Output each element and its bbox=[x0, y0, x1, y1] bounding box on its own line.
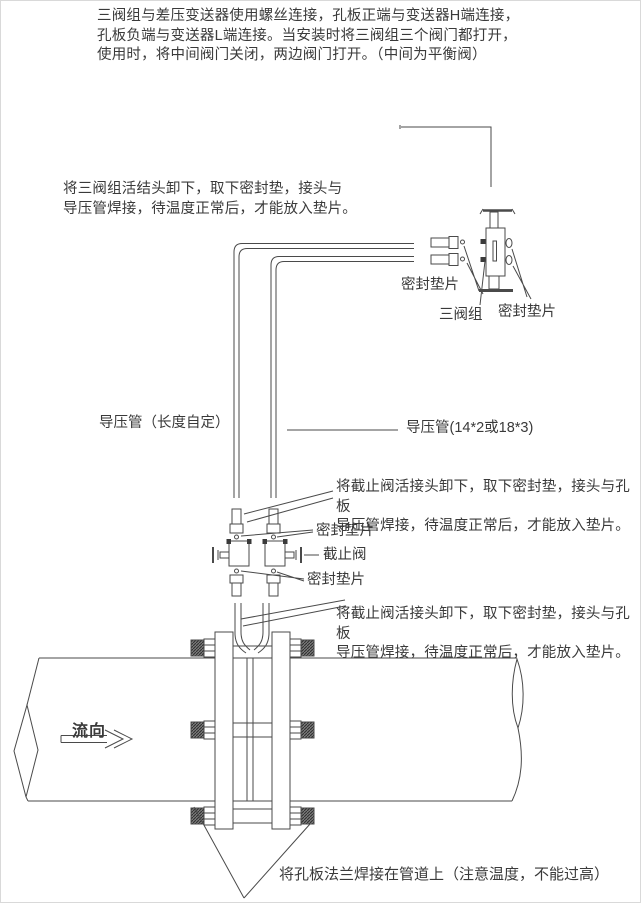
leader-three-valve-group bbox=[479, 260, 486, 306]
seal-gasket-lower-label: 密封垫片 bbox=[307, 572, 365, 588]
manifold-instruction-note: 将三阀组活结头卸下，取下密封垫，接头与 导压管焊接，待温度正常后，才能放入垫片。 bbox=[63, 181, 357, 217]
leader-flange-weld bbox=[193, 806, 311, 899]
leader-shutoff-note-top bbox=[243, 490, 334, 523]
flow-direction-arrow bbox=[60, 729, 134, 749]
upper-union-fittings bbox=[229, 508, 281, 540]
shutoff-valve-label: 截止阀 bbox=[323, 547, 367, 563]
lower-union-fittings bbox=[229, 574, 281, 597]
seal-gasket-upper-label: 密封垫片 bbox=[316, 523, 374, 539]
leader-seal-gasket-right bbox=[511, 248, 532, 300]
flange-bolts bbox=[190, 638, 315, 826]
gasket-dot bbox=[271, 568, 276, 574]
orifice-flange-assembly bbox=[190, 631, 315, 830]
connector-line bbox=[401, 126, 492, 187]
impulse-pipes bbox=[233, 243, 414, 498]
shutoff-valves-drawing bbox=[212, 539, 302, 567]
orifice-tap-pipes bbox=[234, 603, 270, 654]
gasket-dot bbox=[234, 568, 239, 574]
shutoff-instruction-note-top: 将截止阀活接头卸下，取下密封垫，接头与孔板 导压管焊接，待温度正常后，才能放入垫… bbox=[336, 479, 630, 534]
leader-shutoff-note-bottom bbox=[240, 599, 346, 627]
impulse-pipe-custom-label: 导压管（长度自定） bbox=[99, 415, 230, 431]
seal-gasket-left-label: 密封垫片 bbox=[401, 277, 459, 293]
impulse-pipe-size-label: 导压管(14*2或18*3) bbox=[406, 420, 534, 436]
top-instruction-note: 三阀组与差压变送器使用螺丝连接，孔板正端与变送器H端连接， 孔板负端与变送器L端… bbox=[97, 8, 520, 63]
manifold-union-fittings bbox=[430, 236, 465, 266]
leader-seal-gasket-left bbox=[463, 245, 484, 295]
three-valve-manifold-drawing bbox=[479, 208, 516, 292]
shutoff-instruction-note-bottom: 将截止阀活接头卸下，取下密封垫，接头与孔板 导压管焊接，待温度正常后，才能放入垫… bbox=[336, 606, 630, 661]
leader-seal-gasket-upper bbox=[240, 529, 314, 538]
flow-direction-label: 流向 bbox=[72, 723, 107, 740]
seal-gasket-right-label: 密封垫片 bbox=[498, 304, 556, 320]
flange-weld-note: 将孔板法兰焊接在管道上（注意温度，不能过高） bbox=[279, 866, 610, 883]
three-valve-group-label: 三阀组 bbox=[439, 307, 483, 323]
